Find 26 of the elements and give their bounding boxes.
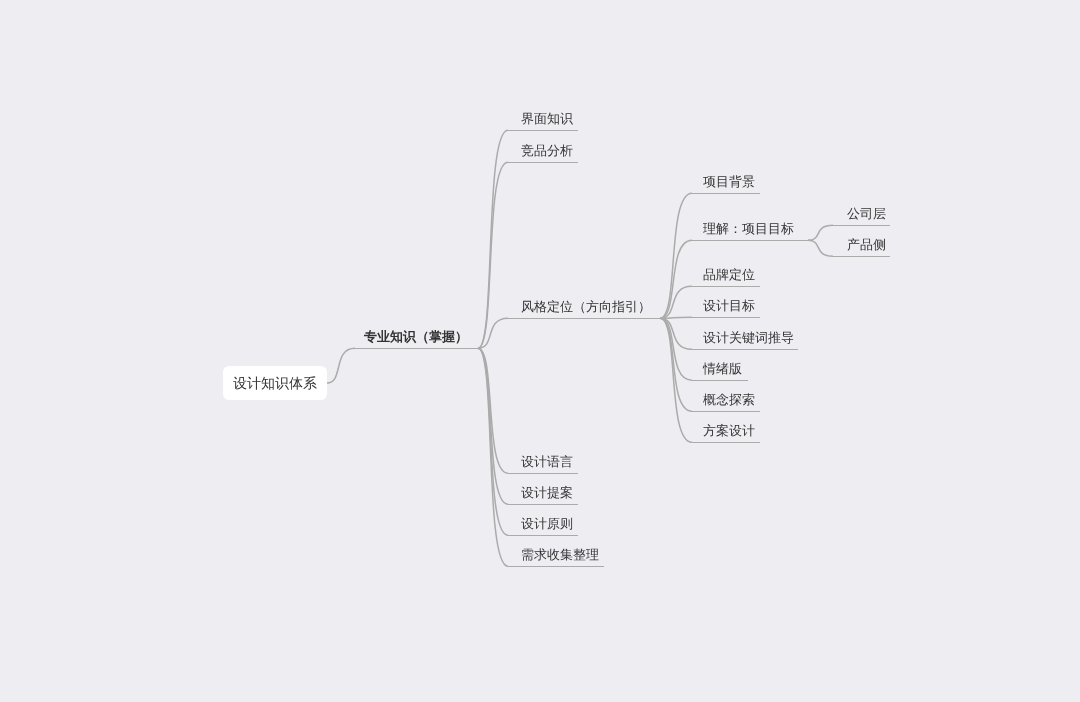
branch-line — [477, 347, 509, 474]
branch-topic: 概念探索 — [692, 390, 760, 412]
branch-line — [326, 347, 356, 384]
branch-topic: 风格定位（方向指引） — [508, 297, 660, 319]
branch-topic: 品牌定位 — [692, 265, 760, 287]
branch-topic: 竞品分析 — [508, 141, 578, 163]
branch-topic: 需求收集整理 — [508, 545, 604, 567]
branch-topic: 情绪版 — [692, 359, 748, 381]
branch-topic: 设计关键词推导 — [692, 328, 798, 350]
branch-topic: 理解：项目目标 — [692, 219, 808, 241]
branch-topic: 设计目标 — [692, 296, 760, 318]
branch-topic: 设计提案 — [508, 483, 578, 505]
branch-topic: 产品侧 — [833, 235, 890, 257]
branch-topic: 公司层 — [833, 204, 890, 226]
branch-line — [807, 239, 834, 257]
branch-topic: 方案设计 — [692, 421, 760, 443]
branch-topic: 设计原则 — [508, 514, 578, 536]
branch-line — [659, 192, 693, 319]
branch-topic: 界面知识 — [508, 109, 578, 131]
branch-line — [477, 317, 509, 349]
branch-topic: 设计语言 — [508, 452, 578, 474]
central-topic-box: 设计知识体系 — [223, 366, 327, 400]
branch-line — [807, 224, 834, 241]
branch-topic: 专业知识（掌握） — [355, 327, 478, 349]
branch-topic: 项目背景 — [692, 172, 760, 194]
branch-line — [659, 317, 693, 443]
